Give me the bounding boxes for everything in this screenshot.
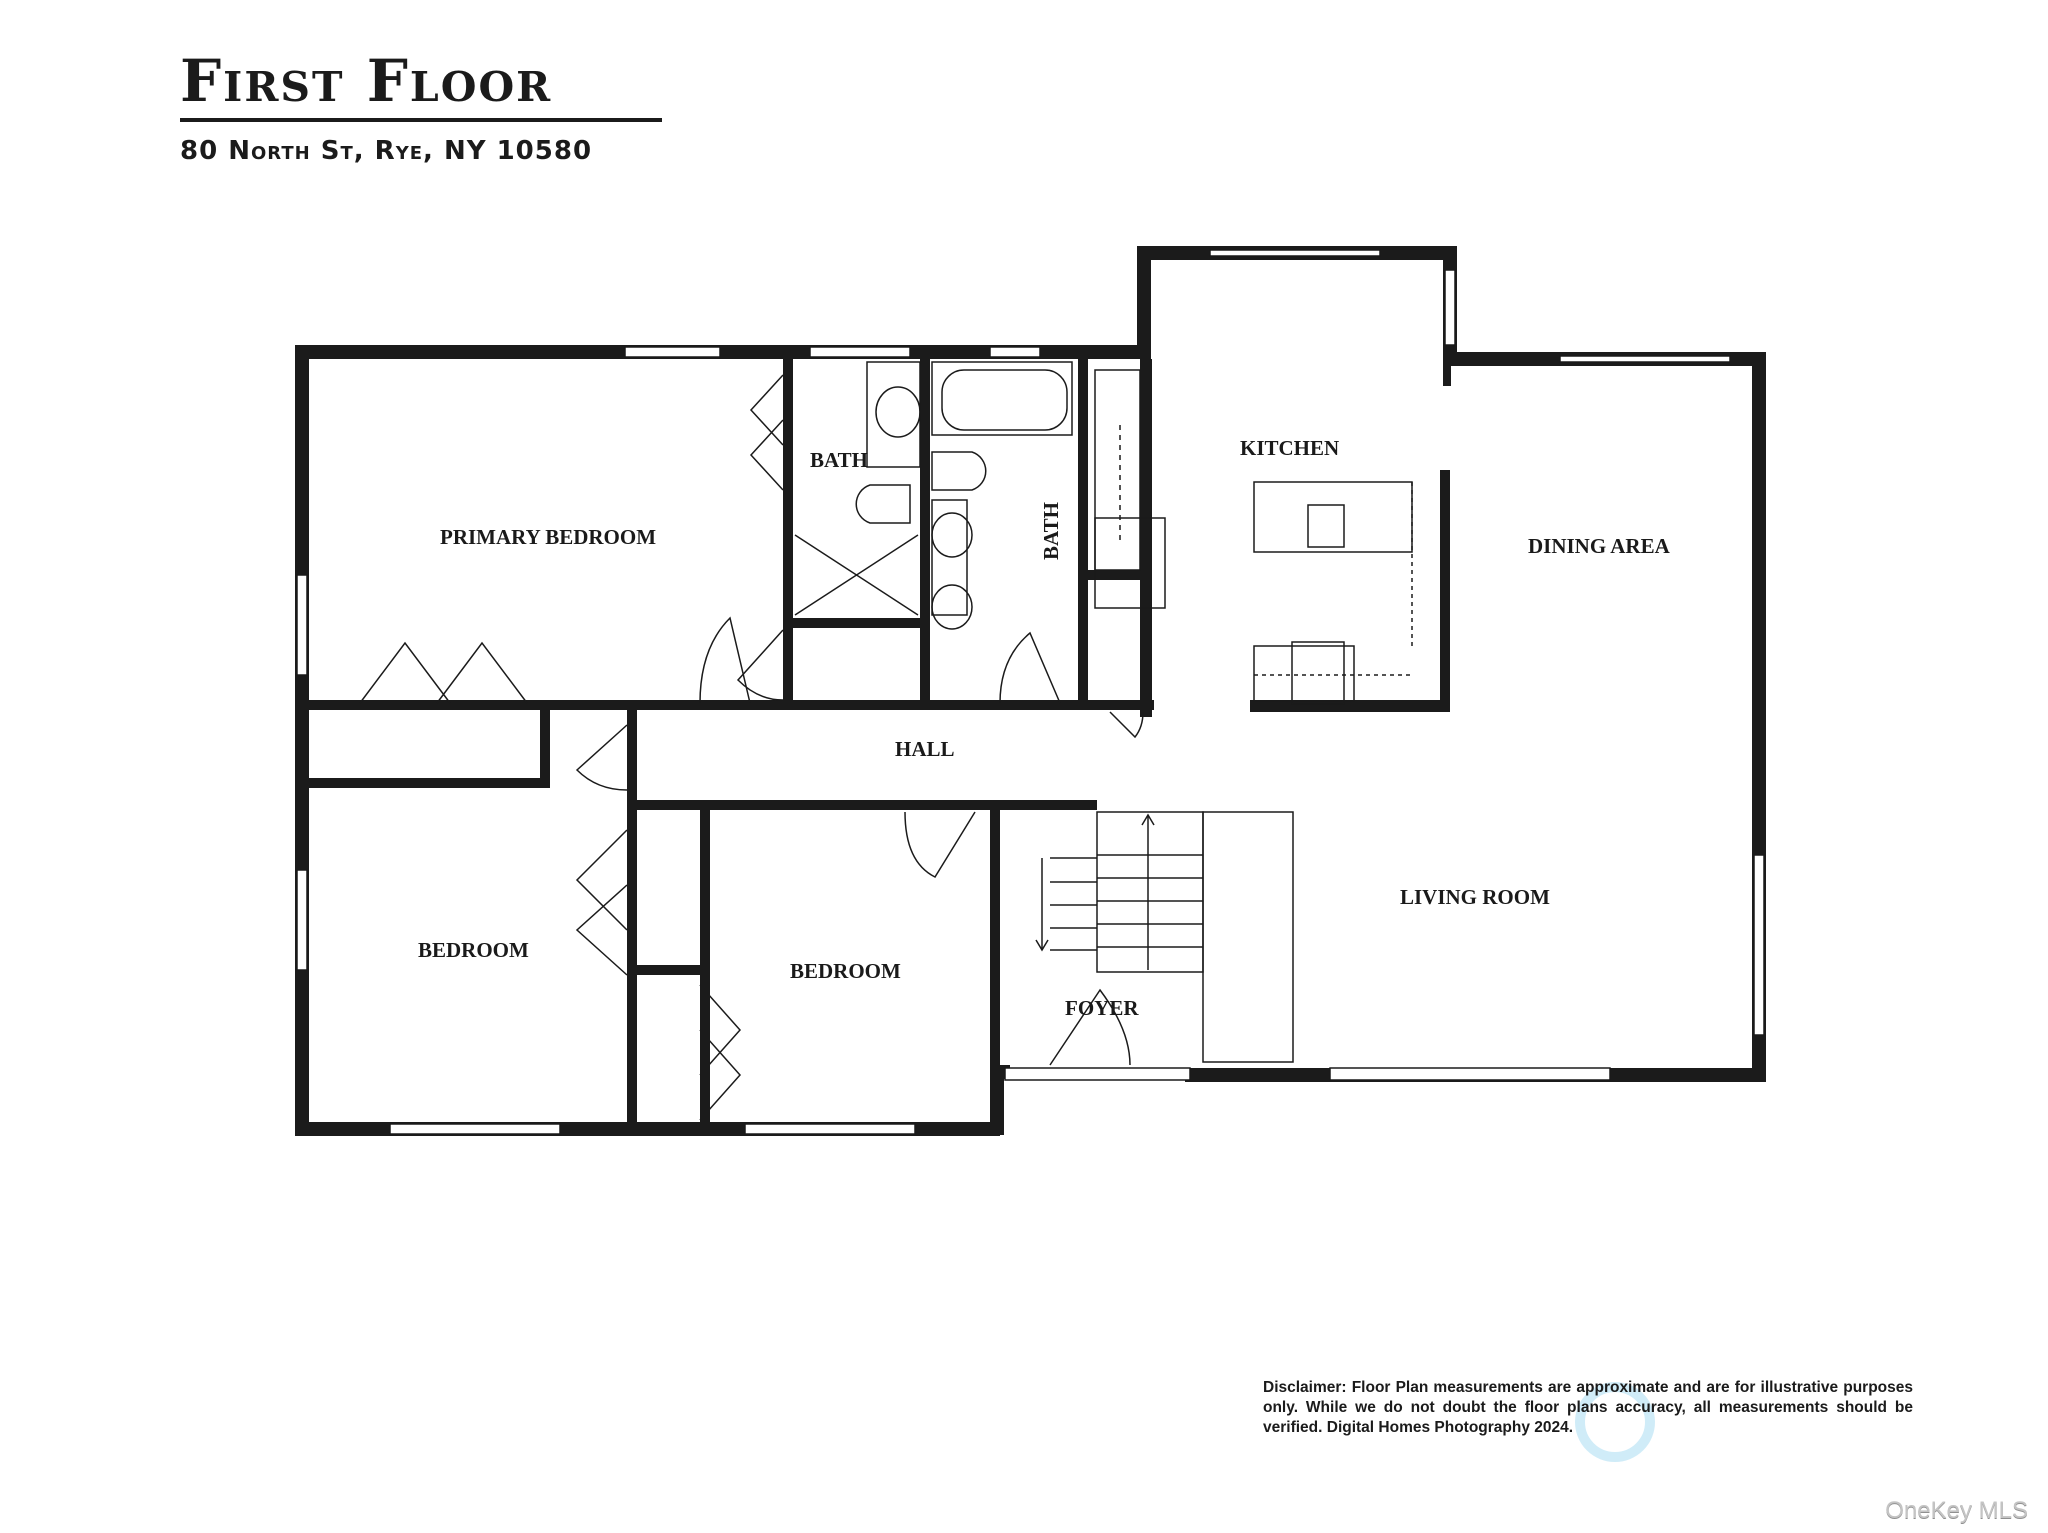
room-labels: PRIMARY BEDROOM BATH BATH KITCHEN DINING… [418, 436, 1671, 1020]
mls-watermark: OneKey MLS [1885, 1497, 2028, 1524]
property-address: 80 North St, Rye, NY 10580 [180, 136, 593, 166]
title-underline [180, 118, 662, 122]
label-kitchen: KITCHEN [1240, 436, 1339, 460]
label-dining-area: DINING AREA [1528, 534, 1671, 558]
label-bath-1: BATH [810, 448, 868, 472]
scan-smudge [1575, 1382, 1655, 1462]
exterior-walls [295, 246, 1766, 1136]
label-bath-2: BATH [1039, 502, 1063, 560]
label-bedroom-1: BEDROOM [418, 938, 529, 962]
label-hall: HALL [895, 737, 955, 761]
fixtures [794, 361, 1413, 705]
label-living-room: LIVING ROOM [1400, 885, 1550, 909]
windows [296, 249, 1765, 1135]
doors [359, 374, 1144, 1121]
disclaimer-text: Disclaimer: Floor Plan measurements are … [1263, 1379, 1913, 1436]
label-foyer: FOYER [1065, 996, 1139, 1020]
stairs [1035, 811, 1294, 1063]
interior-walls [309, 359, 1450, 1124]
page-title: First Floor [180, 47, 553, 115]
label-primary-bedroom: PRIMARY BEDROOM [440, 525, 656, 549]
label-bedroom-2: BEDROOM [790, 959, 901, 983]
